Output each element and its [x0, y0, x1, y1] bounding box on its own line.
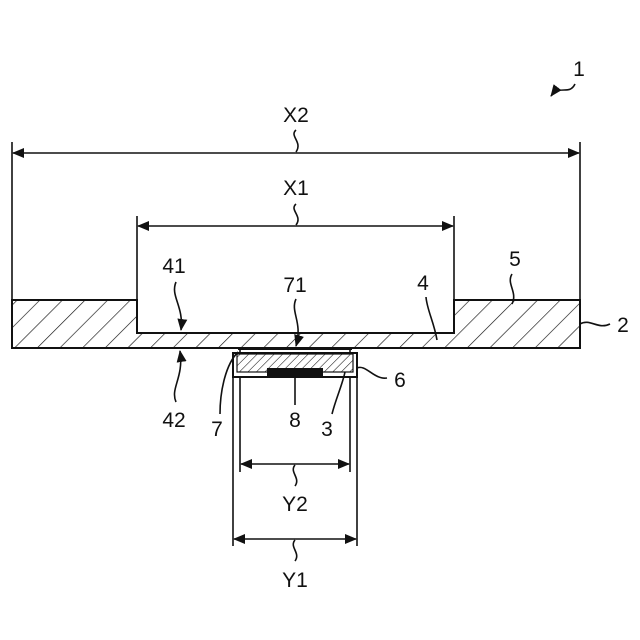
label-6: 6: [394, 369, 406, 392]
label-4: 4: [417, 272, 429, 295]
y1-leader: [293, 540, 296, 561]
leader-42: [174, 351, 180, 402]
label-7: 7: [211, 418, 223, 441]
label-2: 2: [617, 314, 629, 337]
label-41: 41: [162, 255, 185, 278]
x1-leader: [294, 204, 298, 225]
label-3: 3: [321, 418, 333, 441]
element-8: [267, 368, 323, 376]
substrate-body: [12, 300, 580, 348]
x2-leader: [294, 130, 298, 152]
label-71: 71: [283, 274, 306, 297]
leader-2: [580, 322, 610, 325]
label-y1: Y1: [282, 569, 308, 592]
label-1: 1: [573, 58, 585, 81]
label-y2: Y2: [282, 493, 308, 516]
leader-1: [551, 84, 575, 96]
label-5: 5: [509, 248, 521, 271]
label-x1: X1: [283, 177, 309, 200]
label-42: 42: [162, 409, 185, 432]
label-8: 8: [289, 409, 301, 432]
leader-3: [332, 372, 345, 414]
leader-41: [174, 282, 181, 330]
y2-leader: [293, 465, 296, 486]
label-x2: X2: [283, 104, 309, 127]
leader-6: [357, 367, 387, 378]
